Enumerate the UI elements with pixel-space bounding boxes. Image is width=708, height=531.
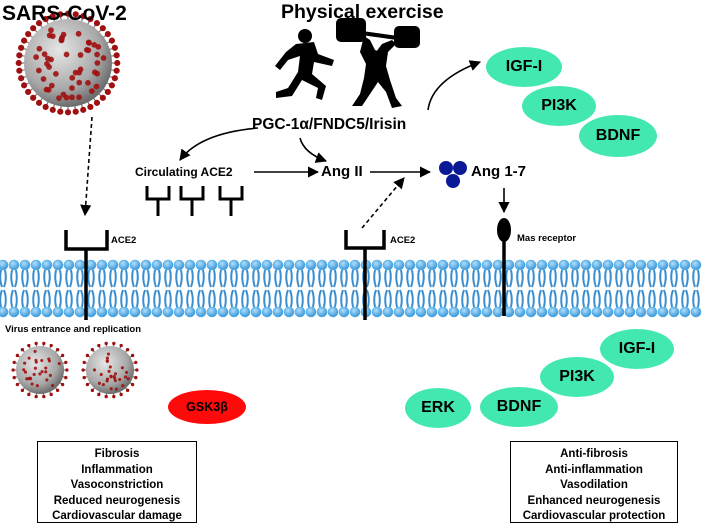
igf-i-pill-bottom: IGF-I bbox=[600, 329, 674, 369]
positive-outcomes-box: Anti-fibrosis Anti-inflammation Vasodila… bbox=[510, 441, 678, 523]
virus-icon bbox=[81, 341, 139, 399]
pi3k-pill-top: PI3K bbox=[522, 86, 596, 126]
ace2-right-label: ACE2 bbox=[390, 235, 416, 246]
pgc-to-factors-arrow bbox=[427, 60, 482, 111]
ang-ii-label: Ang II bbox=[321, 163, 363, 180]
arrows bbox=[80, 60, 510, 229]
mas-receptor-icon bbox=[497, 218, 511, 316]
ace2-to-conversion-arrow bbox=[361, 177, 405, 229]
pi3k-pill-bottom: PI3K bbox=[540, 357, 614, 397]
runner-icon bbox=[275, 29, 334, 100]
outcome-item: Vasodilation bbox=[560, 479, 628, 491]
weightlifter-icon bbox=[336, 18, 420, 108]
bdnf-pill-top: BDNF bbox=[579, 115, 657, 157]
pgc-fndc5-irisin-label: PGC-1α/FNDC5/Irisin bbox=[252, 116, 407, 133]
cell-membrane bbox=[0, 259, 702, 318]
receptor-icon bbox=[344, 230, 386, 320]
pgc-to-circulating-arrow bbox=[179, 127, 259, 161]
sars-cov-2-title: SARS-CoV-2 bbox=[2, 2, 127, 25]
virus-to-ace2-arrow bbox=[80, 116, 93, 217]
outcome-item: Fibrosis bbox=[94, 448, 140, 460]
gsk3b-pill: GSK3β bbox=[168, 390, 246, 424]
mas-receptor-label: Mas receptor bbox=[517, 233, 577, 244]
virus-entrance-label: Virus entrance and replication bbox=[5, 324, 142, 335]
ace2-left-label: ACE2 bbox=[111, 235, 137, 246]
outcome-item: Anti-inflammation bbox=[545, 463, 643, 476]
physical-exercise-title: Physical exercise bbox=[281, 1, 444, 23]
virus-icon bbox=[11, 341, 69, 399]
pgc-to-angII-arrow bbox=[299, 137, 328, 163]
outcome-item: Reduced neurogenesis bbox=[53, 494, 181, 507]
outcome-item: Cardiovascular damage bbox=[52, 510, 182, 522]
ang-1-7-label: Ang 1-7 bbox=[471, 163, 527, 180]
outcome-item: Cardiovascular protection bbox=[522, 510, 666, 522]
erk-pill: ERK bbox=[405, 388, 471, 428]
virus-icon bbox=[15, 10, 121, 116]
circulating-ace2-label: Circulating ACE2 bbox=[135, 165, 233, 179]
igf-i-pill-top: IGF-I bbox=[486, 47, 562, 87]
outcome-item: Vasoconstriction bbox=[70, 479, 164, 491]
negative-outcomes-box: Fibrosis Inflammation Vasoconstriction R… bbox=[37, 441, 197, 523]
outcome-item: Inflammation bbox=[81, 463, 153, 476]
bdnf-pill-bottom: BDNF bbox=[480, 387, 558, 427]
circulating-ace2-receptors bbox=[145, 186, 244, 216]
receptor-icon bbox=[64, 230, 109, 320]
outcome-item: Enhanced neurogenesis bbox=[527, 494, 661, 507]
outcome-item: Anti-fibrosis bbox=[560, 448, 628, 460]
ang17-molecule-icon bbox=[439, 161, 467, 188]
